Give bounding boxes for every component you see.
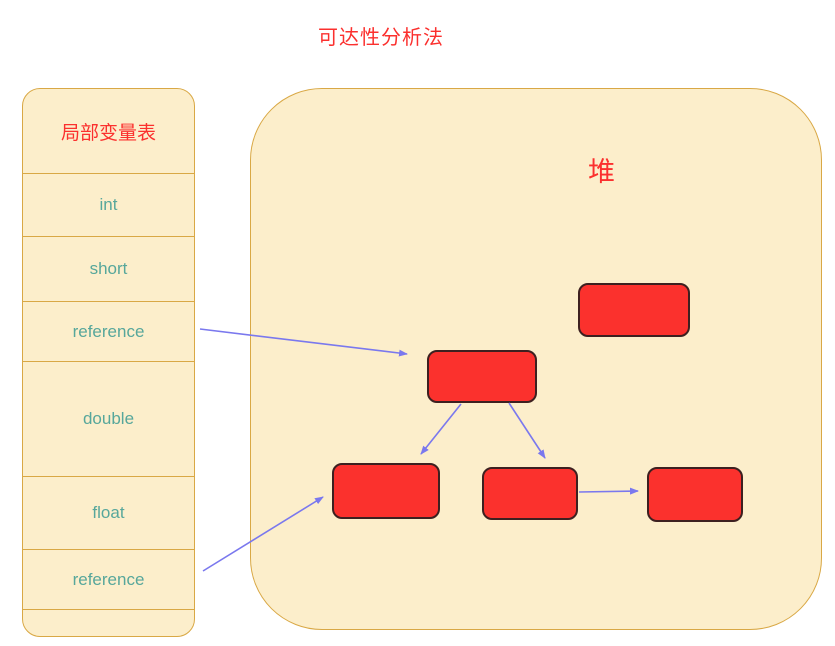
heap-node-root [427, 350, 537, 403]
table-row-reference-2: reference [23, 549, 194, 609]
table-row-reference-1: reference [23, 301, 194, 361]
table-row-float: float [23, 476, 194, 549]
heap-node-left [332, 463, 440, 519]
local-variable-table-header: 局部变量表 [60, 122, 156, 144]
local-variable-table: 局部变量表 int short reference double float r… [22, 88, 195, 637]
table-row-double: double [23, 361, 194, 476]
heap-node-middle [482, 467, 578, 520]
heap-node-isolated [578, 283, 690, 337]
table-row-short: short [23, 236, 194, 301]
table-row-empty [23, 609, 194, 636]
table-row-int: int [23, 173, 194, 236]
heap-label: 堆 [588, 157, 615, 187]
heap-node-right [647, 467, 743, 522]
diagram-title: 可达性分析法 [318, 27, 444, 49]
